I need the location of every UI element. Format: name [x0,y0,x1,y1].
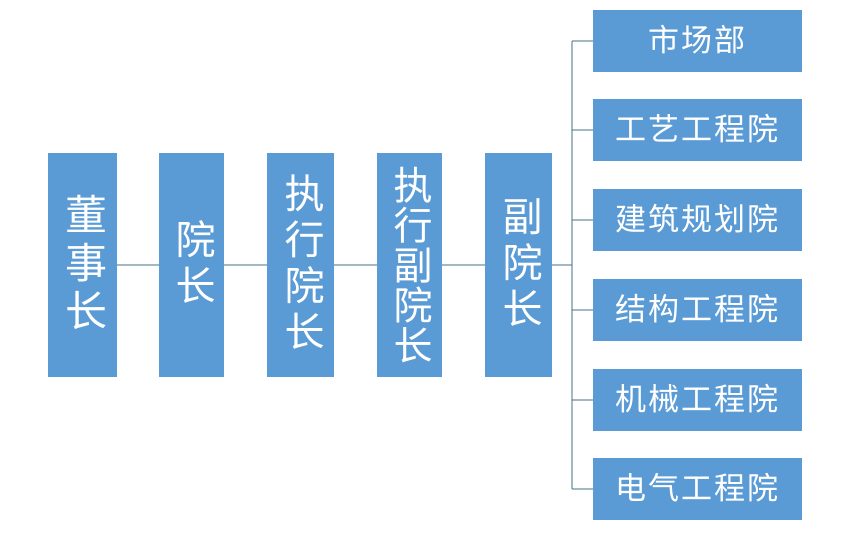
node-mechanical-engineering-institute-label: 机械工程院 [615,381,780,417]
node-process-engineering-institute-label: 工艺工程院 [615,111,780,147]
node-vice-president[interactable]: 副院长 [485,153,552,377]
node-structural-engineering-institute[interactable]: 结构工程院 [593,279,802,341]
node-architecture-planning-institute[interactable]: 建筑规划院 [593,189,802,251]
node-electrical-engineering-institute-label: 电气工程院 [615,470,780,506]
node-executive-vice-president-label: 执行副院长 [388,165,431,365]
node-marketing-dept-label: 市场部 [648,22,747,58]
node-executive-president-label: 执行院长 [278,173,323,357]
node-structural-engineering-institute-label: 结构工程院 [615,291,780,327]
node-marketing-dept[interactable]: 市场部 [593,10,802,72]
node-executive-president[interactable]: 执行院长 [267,153,334,377]
node-president-label: 院长 [169,219,214,311]
node-vice-president-label: 副院长 [496,196,541,334]
node-chairman-label: 董事长 [59,193,107,337]
node-chairman[interactable]: 董事长 [48,153,117,377]
node-electrical-engineering-institute[interactable]: 电气工程院 [593,458,802,520]
node-mechanical-engineering-institute[interactable]: 机械工程院 [593,369,802,431]
node-process-engineering-institute[interactable]: 工艺工程院 [593,99,802,161]
node-president[interactable]: 院长 [159,153,224,377]
node-executive-vice-president[interactable]: 执行副院长 [377,153,442,377]
node-architecture-planning-institute-label: 建筑规划院 [615,201,780,237]
